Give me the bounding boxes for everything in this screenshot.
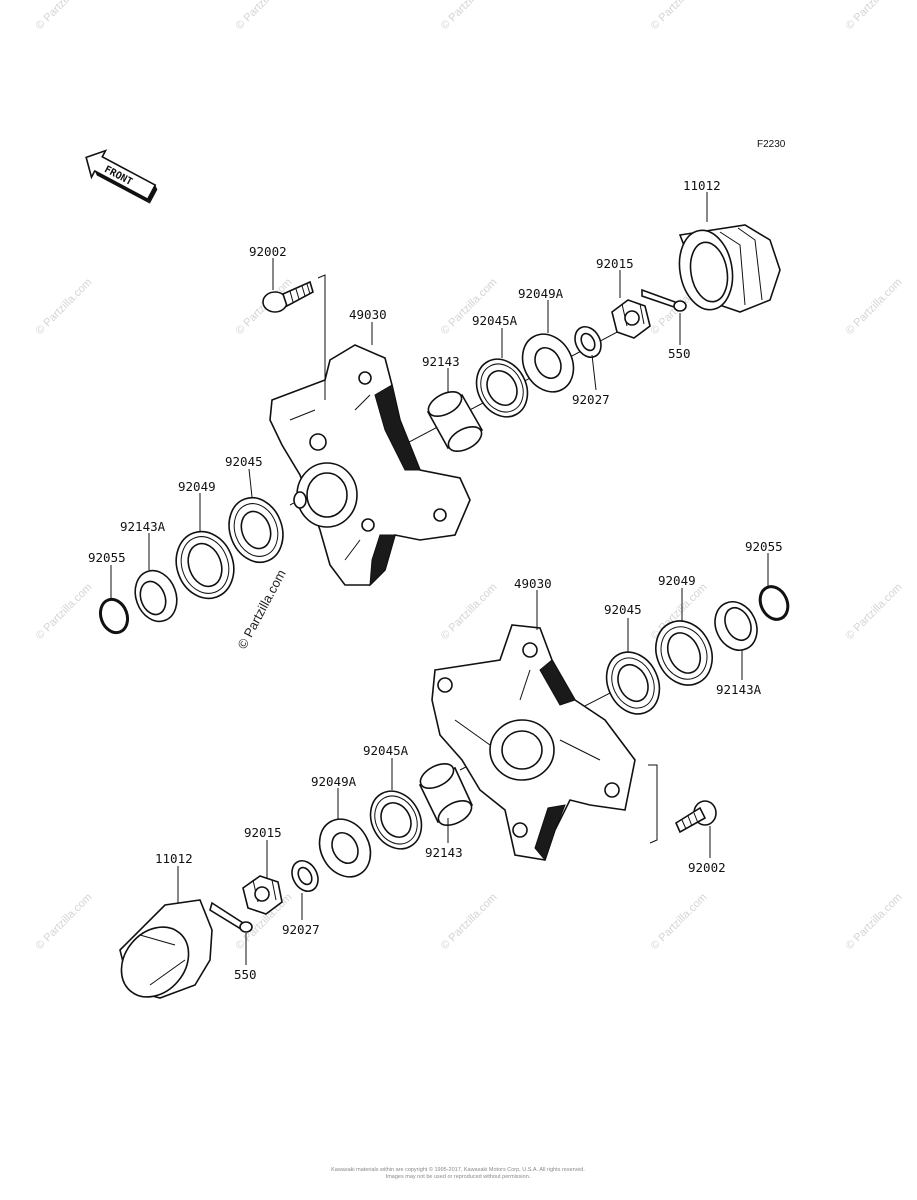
label-bottom-seal-a: 92049A bbox=[311, 774, 357, 789]
top-bearing bbox=[228, 496, 284, 564]
label-top-oring: 92055 bbox=[88, 550, 126, 565]
bottom-nut bbox=[242, 875, 283, 915]
watermark: © Partzilla.com bbox=[844, 0, 905, 32]
top-cotter-pin bbox=[641, 288, 687, 312]
watermark: © Partzilla.com bbox=[844, 891, 905, 952]
bottom-collar-a bbox=[714, 601, 758, 651]
bottom-cotter-pin bbox=[209, 901, 253, 933]
bottom-bearing bbox=[605, 651, 661, 715]
label-top-cotter: 550 bbox=[668, 346, 691, 361]
watermark: © Partzilla.com bbox=[439, 891, 500, 952]
label-bottom-collar: 92143 bbox=[425, 845, 463, 860]
label-top-bearing-a: 92045A bbox=[472, 313, 518, 328]
bottom-bolt bbox=[674, 800, 717, 834]
figure-code: F2230 bbox=[757, 139, 786, 150]
watermark: © Partzilla.com bbox=[439, 0, 500, 32]
front-arrow: FRONT bbox=[85, 149, 158, 204]
watermark: © Partzilla.com bbox=[844, 581, 905, 642]
label-bottom-cotter: 550 bbox=[234, 967, 257, 982]
watermark: © Partzilla.com bbox=[844, 276, 905, 337]
label-bottom-washer: 92027 bbox=[282, 922, 320, 937]
watermark: © Partzilla.com bbox=[649, 0, 710, 32]
bottom-seal bbox=[655, 620, 713, 686]
label-top-cap: 11012 bbox=[683, 178, 721, 193]
label-bottom-bolt: 92002 bbox=[688, 860, 726, 875]
label-top-bolt: 92002 bbox=[249, 244, 287, 259]
top-cap bbox=[678, 224, 781, 313]
copyright-line: Kawasaki materials within are copyright … bbox=[331, 1166, 585, 1173]
leader-lines bbox=[110, 192, 769, 965]
label-bottom-nut: 92015 bbox=[244, 825, 282, 840]
label-top-washer: 92027 bbox=[572, 392, 610, 407]
part-labels: 11012 92002 49030 92015 550 92049A 92045… bbox=[88, 178, 783, 982]
label-bottom-collar-a: 92143A bbox=[716, 682, 762, 697]
watermark-dark: © Partzilla.com bbox=[234, 567, 288, 651]
bottom-oring bbox=[758, 585, 790, 621]
top-bearing-a bbox=[475, 358, 529, 418]
top-seal bbox=[175, 530, 235, 600]
label-bottom-bearing: 92045 bbox=[604, 602, 642, 617]
label-bottom-cap: 11012 bbox=[155, 851, 193, 866]
label-top-collar-a: 92143A bbox=[120, 519, 166, 534]
watermark: © Partzilla.com bbox=[34, 891, 95, 952]
label-top-bearing: 92045 bbox=[225, 454, 263, 469]
top-collar bbox=[426, 390, 484, 453]
copyright-line-2: Images may not be used or reproduced wit… bbox=[386, 1174, 531, 1180]
bottom-hub bbox=[431, 624, 636, 862]
top-nut bbox=[611, 299, 651, 339]
top-oring bbox=[98, 597, 130, 635]
top-washer bbox=[574, 325, 602, 359]
label-bottom-oring: 92055 bbox=[745, 539, 783, 554]
bottom-seal-a bbox=[318, 818, 372, 878]
top-bolt bbox=[262, 280, 314, 313]
watermark: © Partzilla.com bbox=[34, 0, 95, 32]
bottom-collar bbox=[418, 762, 474, 827]
top-collar-a bbox=[134, 569, 178, 623]
label-top-nut: 92015 bbox=[596, 256, 634, 271]
label-top-hub: 49030 bbox=[349, 307, 387, 322]
watermark: © Partzilla.com bbox=[34, 276, 95, 337]
top-seal-a bbox=[521, 333, 575, 393]
watermark: © Partzilla.com bbox=[649, 891, 710, 952]
label-top-seal: 92049 bbox=[178, 479, 216, 494]
label-bottom-seal: 92049 bbox=[658, 573, 696, 588]
bottom-washer bbox=[291, 859, 319, 893]
top-hub bbox=[269, 344, 471, 587]
watermark: © Partzilla.com bbox=[439, 581, 500, 642]
watermark: © Partzilla.com bbox=[234, 0, 295, 32]
bottom-bearing-a bbox=[369, 790, 423, 850]
bottom-cap bbox=[119, 899, 213, 999]
label-bottom-hub: 49030 bbox=[514, 576, 552, 591]
label-top-collar: 92143 bbox=[422, 354, 460, 369]
watermark: © Partzilla.com bbox=[34, 581, 95, 642]
label-bottom-bearing-a: 92045A bbox=[363, 743, 409, 758]
label-top-seal-a: 92049A bbox=[518, 286, 564, 301]
